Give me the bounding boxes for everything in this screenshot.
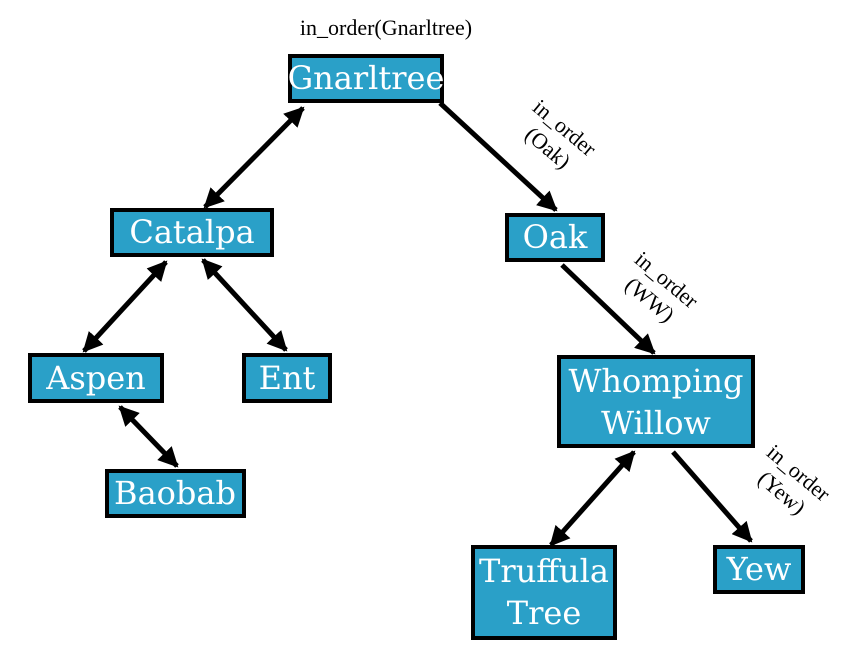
annotation-yew-call: in_order (Yew) bbox=[753, 439, 836, 519]
node-yew-box bbox=[713, 545, 805, 594]
node-oak-box bbox=[505, 213, 605, 262]
edge-catalpa-aspen bbox=[82, 260, 168, 353]
node-baobab: Baobab bbox=[105, 469, 246, 518]
node-ent-label: Ent bbox=[259, 359, 316, 397]
node-aspen-label: Aspen bbox=[45, 359, 146, 397]
edge-oak-whomping-willow bbox=[560, 263, 656, 355]
node-whomping-willow-label-line2: Willow bbox=[601, 404, 711, 442]
annotation-oak-call: in_order (Oak) bbox=[520, 94, 601, 174]
node-ent-box bbox=[242, 353, 332, 403]
node-yew: Yew bbox=[713, 545, 805, 594]
node-whomping-willow-box bbox=[557, 355, 755, 448]
edge-gnarltree-oak bbox=[438, 101, 558, 212]
node-baobab-label: Baobab bbox=[114, 474, 236, 512]
node-oak-label: Oak bbox=[523, 218, 588, 256]
node-truffula-tree-label-line1: Truffula bbox=[479, 552, 609, 590]
node-truffula-tree: Truffula Tree bbox=[471, 545, 617, 640]
node-gnarltree-box bbox=[288, 54, 444, 103]
annotation-ww-call: in_order (WW) bbox=[620, 246, 703, 327]
node-catalpa: Catalpa bbox=[110, 208, 274, 257]
node-aspen: Aspen bbox=[28, 353, 164, 403]
edge-gnarltree-catalpa bbox=[203, 106, 305, 209]
edge-whomping-willow-truffula-tree bbox=[549, 450, 636, 547]
node-ent: Ent bbox=[242, 353, 332, 403]
edge-whomping-willow-yew bbox=[671, 450, 753, 543]
node-truffula-tree-box bbox=[471, 545, 617, 640]
edge-aspen-baobab bbox=[118, 405, 179, 468]
edges bbox=[82, 101, 753, 547]
node-baobab-box bbox=[105, 469, 246, 518]
node-whomping-willow: Whomping Willow bbox=[557, 355, 755, 448]
annotation-root-call: in_order(Gnarltree) bbox=[300, 15, 472, 40]
node-catalpa-box bbox=[110, 208, 274, 257]
node-gnarltree: Gnarltree bbox=[288, 54, 445, 103]
node-aspen-box bbox=[28, 353, 164, 403]
nodes: Gnarltree Catalpa Oak Aspen Ent Baobab W… bbox=[28, 54, 805, 640]
node-gnarltree-label: Gnarltree bbox=[288, 59, 445, 97]
node-oak: Oak bbox=[505, 213, 605, 262]
node-whomping-willow-label-line1: Whomping bbox=[569, 362, 744, 400]
edge-catalpa-ent bbox=[201, 258, 288, 352]
node-catalpa-label: Catalpa bbox=[129, 213, 254, 251]
node-yew-label: Yew bbox=[726, 550, 792, 588]
node-truffula-tree-label-line2: Tree bbox=[507, 594, 582, 632]
